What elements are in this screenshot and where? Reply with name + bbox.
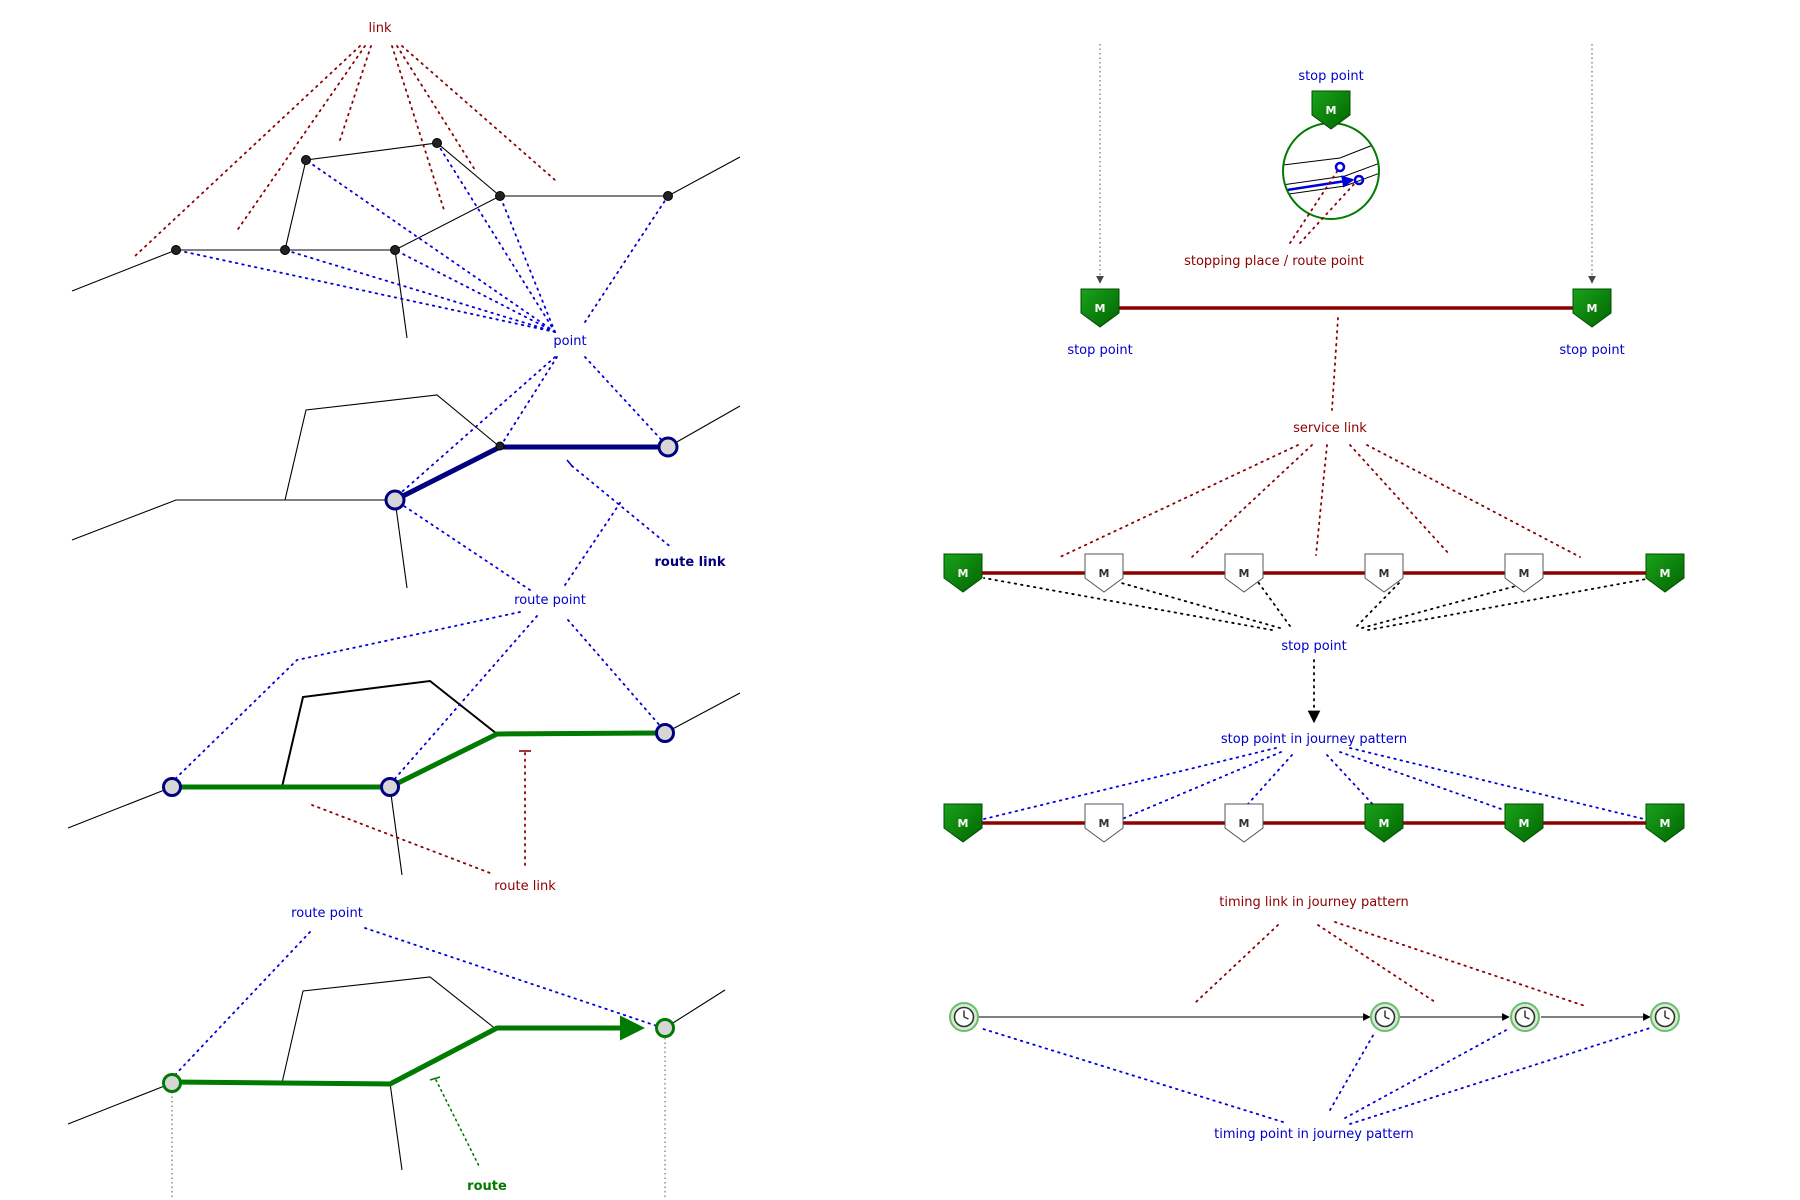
link-label: link: [369, 21, 392, 36]
route-point-marker: [162, 777, 182, 797]
link-pointers: [134, 45, 556, 257]
stop-point-marker-icon: M: [1504, 553, 1544, 593]
svg-text:M: M: [958, 817, 969, 830]
route-link-pointers: [311, 750, 531, 874]
section-service-link: M M M M M M service link stop point: [943, 317, 1685, 724]
timing-point-pointers: [979, 1027, 1651, 1125]
route-pointer: [429, 1076, 481, 1169]
network-point: [495, 191, 505, 201]
svg-text:M: M: [1239, 567, 1250, 580]
stop-point-marker-icon: M: [1504, 803, 1544, 843]
svg-text:M: M: [1099, 567, 1110, 580]
svg-text:M: M: [1379, 817, 1390, 830]
clock-icon: [1650, 1002, 1680, 1032]
panel-route-link-green: route link: [67, 611, 741, 894]
stop-point-marker-icon: M: [1084, 553, 1124, 593]
stop-point-in-journey-pattern-label: stop point in journey pattern: [1221, 732, 1407, 747]
svg-text:M: M: [1519, 817, 1530, 830]
route-point-label: route point: [514, 593, 586, 608]
network-point: [390, 245, 400, 255]
stop-point-marker-icon: M: [1645, 553, 1685, 593]
route-point-pointers: [173, 927, 658, 1077]
svg-text:M: M: [1379, 567, 1390, 580]
timing-point-label: timing point in journey pattern: [1214, 1127, 1414, 1142]
stop-point-label: stop point: [1298, 69, 1363, 84]
network-point: [171, 245, 181, 255]
section-stop-points: M M M stop point stopping place / route …: [1067, 44, 1625, 358]
stop-point-pointers: [983, 577, 1653, 631]
route-link-pointer: [566, 459, 673, 549]
route-point-pointers-lower: [394, 499, 623, 591]
point-pointers: [175, 142, 669, 333]
route-point-marker: [384, 489, 406, 511]
journey-pattern-pointers: [979, 747, 1649, 823]
network-points: [171, 138, 673, 255]
stopping-place-pointers: [1289, 169, 1357, 244]
svg-text:M: M: [1239, 817, 1250, 830]
network-point: [280, 245, 290, 255]
svg-text:M: M: [1519, 567, 1530, 580]
network-point: [301, 155, 311, 165]
network-lines: [71, 142, 741, 339]
stop-point-marker-icon: M: [1311, 90, 1351, 130]
panel-link-point: link point: [71, 21, 741, 349]
stop-point-label: stop point: [1281, 639, 1346, 654]
route-point-pointers-upper: [394, 356, 669, 499]
timing-link-label: timing link in journey pattern: [1219, 895, 1408, 910]
route-point-label: route point: [291, 906, 363, 921]
stop-point-label: stop point: [1067, 343, 1132, 358]
svg-text:M: M: [1099, 817, 1110, 830]
svg-text:M: M: [1587, 302, 1598, 315]
route-line-green: [172, 730, 666, 790]
panel-route-link: route link route point: [71, 356, 741, 608]
network-lines: [67, 679, 741, 876]
network-point: [432, 138, 442, 148]
route-line: [171, 1015, 645, 1087]
service-link-label: service link: [1293, 421, 1367, 436]
svg-text:M: M: [1095, 302, 1106, 315]
zoom-circle-icon: [1282, 122, 1380, 220]
timing-link-pointers: [1195, 921, 1586, 1007]
route-label: route: [467, 1179, 507, 1194]
stop-point-marker-icon: M: [1084, 803, 1124, 843]
stop-point-marker-icon: M: [943, 803, 983, 843]
stop-point-marker-icon: M: [1364, 803, 1404, 843]
network-point: [495, 441, 505, 451]
svg-text:M: M: [1326, 104, 1337, 117]
route-point-marker: [655, 1018, 675, 1038]
stop-point-marker-icon: M: [1364, 553, 1404, 593]
network-lines: [71, 394, 741, 589]
section-stop-point-in-journey-pattern: M M M M M M stop point in journey patter…: [943, 732, 1685, 843]
stop-point-marker-icon: M: [1572, 288, 1612, 328]
service-link-pointers: [1059, 444, 1581, 558]
svg-text:M: M: [958, 567, 969, 580]
section-timing: timing link in journey pattern timing po…: [949, 895, 1680, 1142]
stop-point-marker-icon: M: [1224, 803, 1264, 843]
stopping-place-label: stopping place / route point: [1184, 254, 1364, 269]
stop-point-marker-icon: M: [1224, 553, 1264, 593]
panel-route: route point route: [67, 906, 726, 1200]
clock-icon: [1510, 1002, 1540, 1032]
point-label: point: [553, 334, 586, 349]
clock-icon: [1370, 1002, 1400, 1032]
route-point-marker: [162, 1073, 182, 1093]
route-link-label: route link: [655, 555, 726, 570]
network-lines: [67, 976, 726, 1171]
route-point-pointers: [171, 611, 663, 783]
route-link-line: [393, 444, 668, 503]
clock-icon: [949, 1002, 979, 1032]
route-point-marker: [657, 436, 679, 458]
stop-point-marker-icon: M: [1645, 803, 1685, 843]
stop-point-marker-icon: M: [1080, 288, 1120, 328]
route-point-marker: [380, 777, 400, 797]
svg-text:M: M: [1660, 567, 1671, 580]
network-point: [663, 191, 673, 201]
route-point-marker: [655, 723, 675, 743]
svg-text:M: M: [1660, 817, 1671, 830]
route-link-label: route link: [494, 879, 556, 894]
stop-point-marker-icon: M: [943, 553, 983, 593]
stop-point-label: stop point: [1559, 343, 1624, 358]
